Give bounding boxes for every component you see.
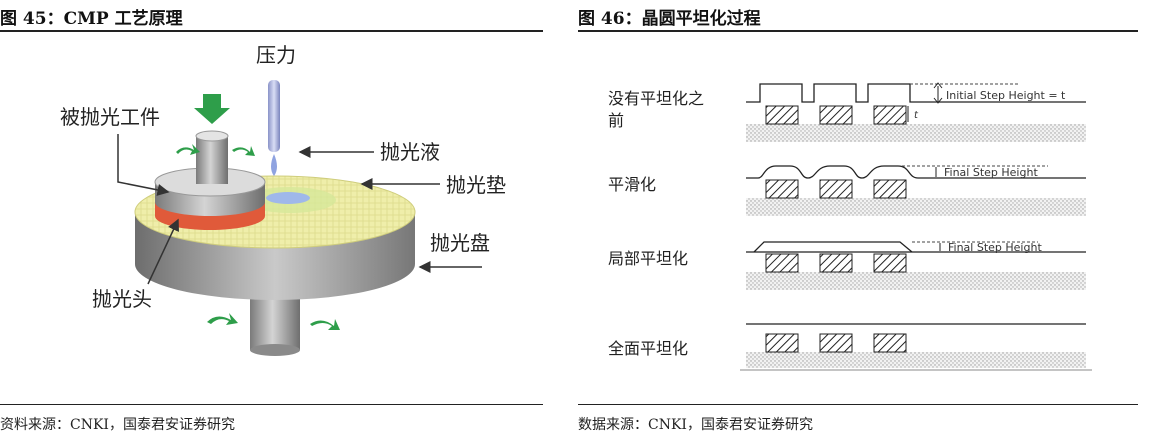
feature	[873, 253, 907, 273]
head-shaft	[196, 136, 228, 184]
stage-1-annotation: Initial Step Height = t	[946, 89, 1066, 102]
substrate	[746, 272, 1086, 290]
label-pressure: 压力	[256, 43, 296, 67]
figure-45-panel: 图 45：CMP 工艺原理	[0, 0, 560, 442]
feature	[765, 333, 799, 353]
stage-3-annotation: Final Step Height	[948, 241, 1042, 254]
substrate	[746, 352, 1086, 368]
head-leader	[147, 218, 179, 285]
feature	[819, 179, 853, 199]
workpiece-leader	[117, 134, 170, 196]
stage-2: 平滑化 Final Step Height	[608, 165, 1086, 216]
height-arrows-icon	[933, 82, 943, 104]
title-rule	[578, 30, 1138, 32]
oxide-profile	[746, 165, 1086, 179]
feature	[765, 179, 799, 199]
slurry-nozzle	[268, 80, 280, 152]
feature	[873, 179, 907, 199]
stage-4-label: 全面平坦化	[608, 339, 688, 358]
slurry-drop-icon	[271, 154, 277, 176]
stage-1-label: 没有平坦化之	[608, 89, 704, 108]
feature	[873, 105, 907, 125]
spindle-bottom	[250, 344, 300, 356]
slurry-puddle	[266, 192, 310, 204]
label-slurry: 抛光液	[380, 140, 440, 164]
oxide-profile	[753, 241, 913, 253]
planarization-diagram: 没有平坦化之 前 Initial Step Height = t t 平滑化 F…	[608, 82, 1092, 371]
figure-45-title: 图 45：CMP 工艺原理	[0, 9, 183, 29]
figure-46-source: 数据来源：CNKI，国泰君安证券研究	[578, 417, 813, 433]
stage-3: 局部平坦化 Final Step Height	[608, 241, 1086, 290]
rotate-arrow-icon	[176, 144, 340, 330]
feature	[819, 333, 853, 353]
substrate	[746, 198, 1086, 216]
feature	[819, 253, 853, 273]
figure-45-source: 资料来源：CNKI，国泰君安证券研究	[0, 417, 235, 433]
oxide-profile	[746, 83, 1086, 103]
feature	[765, 253, 799, 273]
cmp-diagram: 压力 被抛光工件 抛光液 抛光垫 抛光盘 抛光头	[60, 43, 506, 356]
stage-2-label: 平滑化	[608, 175, 656, 194]
figure-46-panel: 图 46：晶圆平坦化过程 没有平坦化之 前 Initial Step	[578, 0, 1171, 442]
substrate	[746, 124, 1086, 142]
label-workpiece: 被抛光工件	[60, 105, 160, 129]
pressure-arrow-icon	[194, 94, 230, 124]
stage-3-label: 局部平坦化	[608, 249, 688, 268]
label-pad: 抛光垫	[446, 173, 506, 197]
feature	[873, 333, 907, 353]
label-head: 抛光头	[92, 287, 152, 311]
feature	[819, 105, 853, 125]
shaft-top	[195, 130, 229, 142]
label-platen: 抛光盘	[430, 231, 490, 255]
figure-46-title: 图 46：晶圆平坦化过程	[578, 9, 761, 29]
stage-2-annotation: Final Step Height	[944, 166, 1038, 179]
source-rule	[578, 404, 1138, 405]
stage-4: 全面平坦化	[608, 323, 1092, 371]
t-label: t	[914, 110, 919, 121]
stage-1: 没有平坦化之 前 Initial Step Height = t t	[608, 82, 1086, 142]
source-rule	[0, 404, 543, 405]
feature	[765, 105, 799, 125]
title-rule	[0, 30, 543, 32]
stage-1-label-2: 前	[608, 111, 624, 130]
